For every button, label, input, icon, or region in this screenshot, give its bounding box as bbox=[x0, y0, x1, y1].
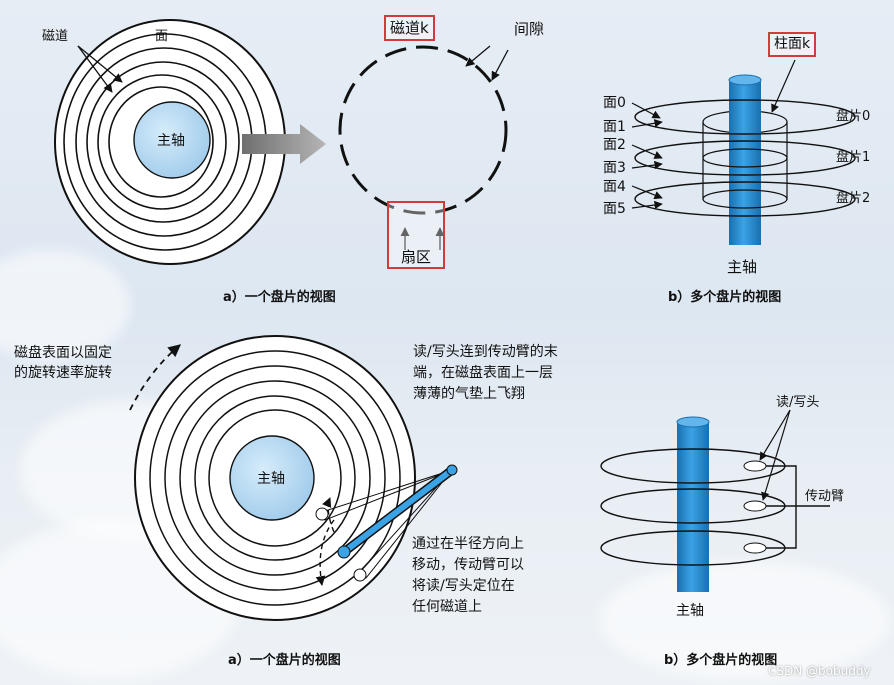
spindle-label: 主轴 bbox=[727, 258, 758, 276]
platter-1-label: 盘片1 bbox=[836, 150, 871, 165]
caption-top-left: a）一个盘片的视图 bbox=[223, 290, 336, 305]
caption-bottom-right: b）多个盘片的视图 bbox=[664, 653, 778, 668]
bottom-right-stack bbox=[600, 409, 830, 592]
gap-label: 间隙 bbox=[514, 20, 545, 38]
head-text-line-1: 读/写头连到传动臂的末 bbox=[413, 344, 558, 360]
arm-text-line-4: 任何磁道上 bbox=[412, 599, 482, 615]
arm-text-line-2: 移动，传动臂可以 bbox=[412, 557, 524, 573]
arm-text-line-1: 通过在半径方向上 bbox=[412, 536, 524, 552]
zoom-arrow bbox=[242, 124, 326, 164]
head-text-line-2: 端，在磁盘表面上一层 bbox=[413, 365, 553, 381]
head-label: 读/写头 bbox=[776, 395, 820, 410]
rotation-text-line-1: 磁盘表面以固定 bbox=[14, 345, 112, 361]
surface-1-label: 面1 bbox=[603, 119, 626, 135]
track-k-label: 磁道k bbox=[384, 15, 435, 42]
hub-label: 主轴 bbox=[157, 133, 185, 149]
head-text-line-3: 薄薄的气垫上飞翔 bbox=[413, 386, 525, 402]
surface-4-label: 面4 bbox=[603, 179, 626, 195]
bottom-left-platter bbox=[129, 335, 458, 621]
sector-label: 扇区 bbox=[387, 201, 445, 269]
surface-5-label: 面5 bbox=[603, 201, 626, 217]
surface-0-label: 面0 bbox=[603, 95, 626, 111]
cylinder-k-label: 柱面k bbox=[768, 32, 817, 57]
top-left-platter bbox=[54, 19, 286, 265]
caption-top-right: b）多个盘片的视图 bbox=[668, 290, 782, 305]
track-label: 磁道 bbox=[42, 29, 69, 44]
background-cloud bbox=[600, 560, 890, 680]
hub bbox=[229, 435, 315, 521]
platter-0-label: 盘片0 bbox=[836, 109, 871, 124]
arm-label: 传动臂 bbox=[805, 489, 845, 504]
background-cloud bbox=[0, 250, 130, 360]
track-detail bbox=[338, 45, 509, 250]
hub bbox=[133, 101, 211, 179]
arm-text-line-3: 将读/写头定位在 bbox=[412, 578, 515, 594]
caption-bottom-left: a）一个盘片的视图 bbox=[228, 653, 341, 668]
surface-3-label: 面3 bbox=[603, 160, 626, 176]
top-right-stack bbox=[631, 59, 856, 245]
surface-label: 面 bbox=[155, 29, 169, 44]
spindle-label-bottom: 主轴 bbox=[676, 603, 704, 619]
rotation-text-line-2: 的旋转速率旋转 bbox=[14, 365, 112, 381]
hub-label-bottom: 主轴 bbox=[257, 471, 285, 487]
surface-2-label: 面2 bbox=[603, 137, 626, 153]
watermark: CSDN @bobuddy bbox=[768, 664, 871, 678]
platter-2-label: 盘片2 bbox=[836, 191, 871, 206]
